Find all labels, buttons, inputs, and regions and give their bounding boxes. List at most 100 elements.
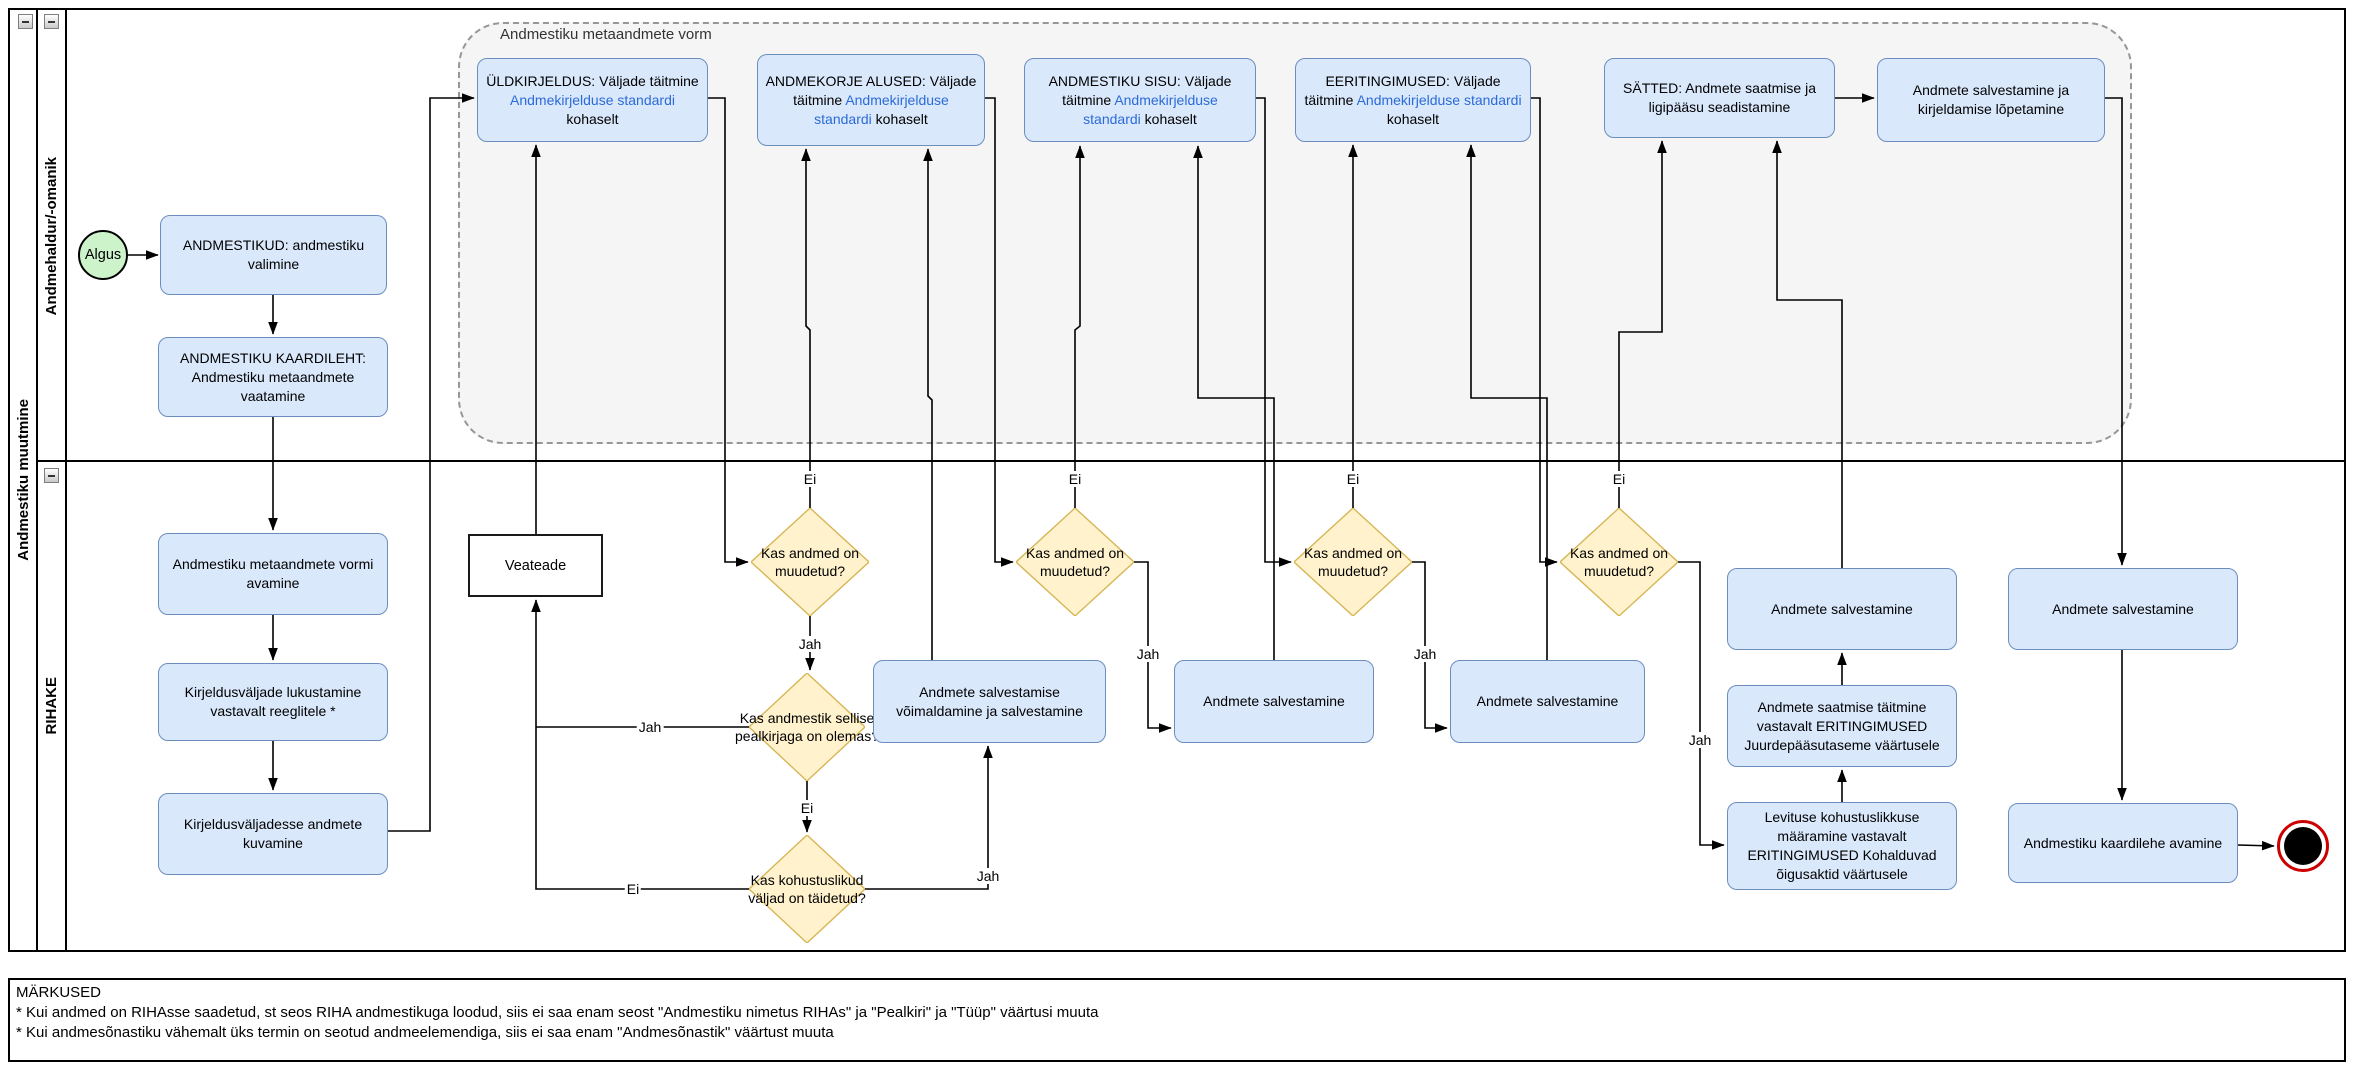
notes-line-2: * Kui andmesõnastiku vähemalt üks termin… xyxy=(16,1024,834,1041)
decision-muudetud-4-label: Kas andmed on muudetud? xyxy=(1569,545,1669,579)
edge-uldkirjeldus-d1 xyxy=(708,97,749,567)
lane-label-column: Andmehaldur/-omanik RIHAKE xyxy=(38,10,67,950)
edge-d1-ei-andmekorje xyxy=(801,148,811,508)
edge-label-ei-2: Ei xyxy=(1066,471,1084,487)
start-event: Algus xyxy=(78,230,128,280)
edge-label-jah-3: Jah xyxy=(1411,646,1439,662)
end-event-icon xyxy=(2284,827,2322,865)
task-saatmine-taitmine-label: Andmete saatmise täitmine vastavalt ERIT… xyxy=(1744,698,1940,753)
task-kaardilehe-avamine: Andmestiku kaardilehe avamine xyxy=(2008,803,2238,883)
tab-eritingimused-suffix: kohaselt xyxy=(1386,110,1440,127)
pool-title-column: Andmestiku muutmine xyxy=(10,10,38,950)
edge-dkohustuslikud-ei-veateade xyxy=(531,599,752,890)
edge-save4-satted xyxy=(1772,140,1843,568)
task-vormi-avamine: Andmestiku metaandmete vormi avamine xyxy=(158,533,388,615)
task-levituse-maaramine: Levituse kohustuslikkuse määramine vasta… xyxy=(1727,802,1957,890)
edge-save1-andmekorje xyxy=(923,148,933,660)
tab-uldkirjeldus-suffix: kohaselt xyxy=(566,110,619,127)
edge-andmekorje-d2 xyxy=(985,97,1014,567)
edge-label-jah-kohustuslikud: Jah xyxy=(974,868,1002,884)
edge-kaardilehtavamine-end xyxy=(2237,840,2275,851)
edge-kuvamine-uldkirjeldus xyxy=(388,93,475,832)
decision-pealkiri-olemas-label: Kas andmestik sellise pealkirjaga on ole… xyxy=(735,710,879,744)
edge-label-ei-kohustuslikud: Ei xyxy=(624,881,642,897)
pool-andmestiku-muutmine: Andmestiku muutmine Andmehaldur/-omanik … xyxy=(8,8,2346,952)
tab-eritingimused-text: EERITINGIMUSED: Väljade täitmine xyxy=(1304,72,1501,108)
decision-muudetud-1: Kas andmed on muudetud? xyxy=(751,508,869,616)
edge-eritingimused-d4 xyxy=(1531,97,1558,567)
metadata-form-group-label: Andmestiku metaandmete vorm xyxy=(500,26,712,43)
task-andmestikud-label: ANDMESTIKUD: andmestiku valimine xyxy=(182,237,365,272)
collapse-lane-rihake-button[interactable] xyxy=(44,468,59,483)
collapse-lane-andmehaldur-button[interactable] xyxy=(44,14,59,29)
task-kuvamine: Kirjeldusväljadesse andmete kuvamine xyxy=(158,793,388,875)
task-lukustamine-label: Kirjeldusväljade lukustamine vastavalt r… xyxy=(184,684,362,719)
edge-d2-ei-sisu xyxy=(1074,145,1085,508)
task-tab-eritingimused-label: EERITINGIMUSED: Väljade täitmine Andmeki… xyxy=(1303,72,1523,129)
task-saatmine-taitmine: Andmete saatmise täitmine vastavalt ERIT… xyxy=(1727,685,1957,767)
edge-d2-jah-save2 xyxy=(1134,561,1172,733)
andmekirjelduse-standard-link[interactable]: Andmekirjelduse standardi xyxy=(510,91,675,108)
end-event xyxy=(2277,820,2329,872)
decision-pealkiri-olemas: Kas andmestik sellise pealkirjaga on ole… xyxy=(735,673,879,781)
task-tab-andmekorje-label: ANDMEKORJE ALUSED: Väljade täitmine Andm… xyxy=(765,72,977,129)
task-lopetamine: Andmete salvestamine ja kirjeldamise lõp… xyxy=(1877,58,2105,142)
edge-sisu-d3 xyxy=(1256,97,1292,567)
task-tab-sisu: ANDMESTIKU SISU: Väljade täitmine Andmek… xyxy=(1024,58,1256,142)
tab-sisu-text: ANDMESTIKU SISU: Väljade täitmine xyxy=(1048,72,1232,108)
edge-label-jah-2: Jah xyxy=(1134,646,1162,662)
task-tab-satted-label: SÄTTED: Andmete saatmise ja ligipääsu se… xyxy=(1623,80,1816,115)
andmekirjelduse-standard-link[interactable]: Andmekirjelduse standardi xyxy=(1356,91,1522,108)
task-save-5: Andmete salvestamine xyxy=(2008,568,2238,650)
edge-d3-jah-save3 xyxy=(1412,561,1448,733)
task-save-4: Andmete salvestamine xyxy=(1727,568,1957,650)
edge-d4-jah-levitus xyxy=(1678,561,1725,850)
edge-d4-ei-satted xyxy=(1618,140,1667,508)
edge-label-ei-3: Ei xyxy=(1344,471,1362,487)
notes-title: MÄRKUSED xyxy=(16,984,102,1001)
tab-uldkirjeldus-text: ÜLDKIRJELDUS: Väljade täitmine xyxy=(486,72,699,89)
edge-label-ei-pealkiri: Ei xyxy=(798,800,816,816)
andmekirjelduse-standard-link[interactable]: Andmekirjelduse standardi xyxy=(1083,91,1218,127)
edge-label-jah-1: Jah xyxy=(796,636,824,652)
task-save-voimaldamine-label: Andmete salvestamise võimaldamine ja sal… xyxy=(896,683,1083,719)
task-tab-uldkirjeldus: ÜLDKIRJELDUS: Väljade täitmine Andmekirj… xyxy=(477,58,708,142)
task-save-4-label: Andmete salvestamine xyxy=(1771,600,1913,617)
task-veateade: Veateade xyxy=(468,534,603,597)
decision-muudetud-1-label: Kas andmed on muudetud? xyxy=(760,545,860,579)
decision-muudetud-4: Kas andmed on muudetud? xyxy=(1560,508,1678,616)
decision-kohustuslikud-taidetud-label: Kas kohustuslikud väljad on täidetud? xyxy=(748,872,866,906)
task-tab-uldkirjeldus-label: ÜLDKIRJELDUS: Väljade täitmine Andmekirj… xyxy=(485,72,700,129)
edge-label-jah-4: Jah xyxy=(1686,732,1714,748)
task-vormi-avamine-label: Andmestiku metaandmete vormi avamine xyxy=(172,556,374,591)
task-veateade-label: Veateade xyxy=(504,557,567,574)
notes-line-1: * Kui andmed on RIHAsse saadetud, st seo… xyxy=(16,1004,1099,1021)
decision-muudetud-2: Kas andmed on muudetud? xyxy=(1016,508,1134,616)
task-save-2: Andmete salvestamine xyxy=(1174,660,1374,743)
tab-sisu-suffix: kohaselt xyxy=(1140,110,1197,127)
task-save-5-label: Andmete salvestamine xyxy=(2052,600,2194,617)
task-save-3: Andmete salvestamine xyxy=(1450,660,1645,743)
decision-muudetud-2-label: Kas andmed on muudetud? xyxy=(1025,545,1125,579)
decision-muudetud-3: Kas andmed on muudetud? xyxy=(1294,508,1412,616)
tab-andmekorje-suffix: kohaselt xyxy=(871,110,928,127)
task-kuvamine-label: Kirjeldusväljadesse andmete kuvamine xyxy=(183,816,363,851)
task-lopetamine-label: Andmete salvestamine ja kirjeldamise lõp… xyxy=(1912,82,2070,117)
collapse-pool-button[interactable] xyxy=(18,14,33,29)
edge-save3-eritingimused xyxy=(1466,144,1548,660)
task-save-voimaldamine: Andmete salvestamise võimaldamine ja sal… xyxy=(873,660,1106,743)
lane-divider xyxy=(38,460,2345,462)
task-kaardileht-vaatamine-label: ANDMESTIKU KAARDILEHT: Andmestiku metaan… xyxy=(180,349,366,404)
task-lukustamine: Kirjeldusväljade lukustamine vastavalt r… xyxy=(158,663,388,741)
task-levituse-maaramine-label: Levituse kohustuslikkuse määramine vasta… xyxy=(1747,809,1937,882)
task-kaardileht-vaatamine: ANDMESTIKU KAARDILEHT: Andmestiku metaan… xyxy=(158,337,388,417)
andmekirjelduse-standard-link[interactable]: Andmekirjelduse standardi xyxy=(814,91,949,127)
task-tab-sisu-label: ANDMESTIKU SISU: Väljade täitmine Andmek… xyxy=(1032,72,1248,129)
task-save-2-label: Andmete salvestamine xyxy=(1203,693,1345,709)
edge-dkohustuslikud-jah-save1 xyxy=(862,745,993,890)
notes-box: MÄRKUSED * Kui andmed on RIHAsse saadetu… xyxy=(8,978,2346,1062)
task-andmestikud: ANDMESTIKUD: andmestiku valimine xyxy=(160,215,387,295)
task-tab-andmekorje: ANDMEKORJE ALUSED: Väljade täitmine Andm… xyxy=(757,54,985,146)
